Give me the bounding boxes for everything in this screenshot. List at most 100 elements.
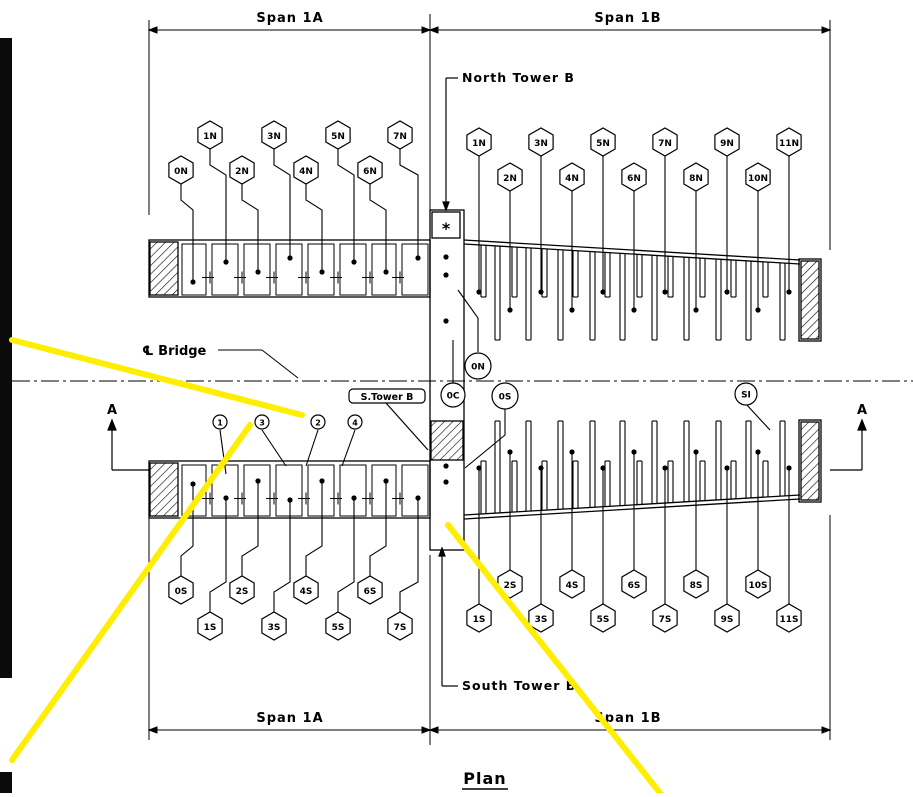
leader-line	[337, 498, 355, 612]
hex-tag-south-1a-1S-label: 1S	[204, 623, 217, 633]
hex-tag-north-1b-6N: 6N	[621, 162, 647, 192]
hex-tag-north-1a-5N-label: 5N	[331, 132, 345, 142]
hex-tag-north-1a-6N: 6N	[357, 155, 383, 185]
girder-cell	[371, 464, 397, 517]
hex-tag-north-1a-2N: 2N	[229, 155, 255, 185]
span-1b-bottom-label: Span 1B	[594, 711, 661, 726]
hex-tag-south-1b-11S-label: 11S	[779, 615, 798, 625]
si-tag: SI	[734, 382, 758, 406]
center-tag-0n-label: 0N	[471, 363, 485, 373]
hex-tag-south-1a-2S-label: 2S	[236, 587, 249, 597]
hex-tag-north-1a-0N-label: 0N	[174, 167, 188, 177]
hex-tag-north-1b-1N: 1N	[466, 127, 492, 157]
leader-line	[241, 481, 259, 576]
center-tag-0n: 0N	[464, 352, 492, 380]
hex-tag-north-1a-0N: 0N	[168, 155, 194, 185]
hex-tag-south-1b-8S: 8S	[683, 569, 709, 599]
hex-tag-south-1a-4S: 4S	[293, 575, 319, 605]
hex-tag-north-1b-6N-label: 6N	[627, 174, 641, 184]
center-tag-0s: 0S	[491, 382, 519, 410]
south-tower-label: South Tower B	[462, 678, 576, 693]
leader-line	[369, 481, 387, 576]
hex-tag-south-1a-0S-label: 0S	[175, 587, 188, 597]
leader-line	[273, 500, 291, 612]
leader-line	[305, 184, 323, 272]
connection-dot	[443, 272, 449, 278]
tower-leaders	[438, 77, 458, 687]
side-panel	[0, 38, 12, 678]
hex-tag-south-1a-2S: 2S	[229, 575, 255, 605]
bridge-centerline-label: ℄ Bridge	[142, 344, 207, 359]
span-1b-top-label: Span 1B	[594, 11, 661, 26]
hex-tag-south-1b-9S: 9S	[714, 603, 740, 633]
hex-tag-south-1a-6S: 6S	[357, 575, 383, 605]
bottom-dimension	[147, 515, 832, 745]
hex-tag-south-1b-3S: 3S	[528, 603, 554, 633]
tower-column	[429, 209, 465, 551]
section-marker-left	[107, 418, 149, 471]
hex-tag-north-1a-1N-label: 1N	[203, 132, 217, 142]
hex-tag-south-1a-5S-label: 5S	[332, 623, 345, 633]
top-dimension	[147, 14, 832, 250]
section-marker-right-label: A	[857, 403, 867, 418]
hex-tag-south-1a-4S-label: 4S	[300, 587, 313, 597]
leader-line	[241, 184, 259, 272]
hex-tag-north-1b-3N: 3N	[528, 127, 554, 157]
hex-tag-south-1a-1S: 1S	[197, 611, 223, 641]
hex-tag-south-1b-4S-label: 4S	[566, 581, 579, 591]
girder-cell	[275, 464, 303, 517]
hex-tag-north-1b-2N-label: 2N	[503, 174, 517, 184]
s-tower-tag	[348, 388, 429, 451]
hex-tag-south-1a-0S: 0S	[168, 575, 194, 605]
hex-tag-south-1b-5S-label: 5S	[597, 615, 610, 625]
plan-title: Plan	[463, 769, 506, 788]
leader-line	[341, 429, 356, 467]
circle-marker-4-label: 4	[352, 419, 358, 428]
hex-tag-south-1a-5S: 5S	[325, 611, 351, 641]
girder-cell	[211, 243, 239, 296]
hex-tag-north-1b-9N-label: 9N	[720, 139, 734, 149]
south-girder-1a	[148, 460, 431, 519]
hex-tag-south-1b-8S-label: 8S	[690, 581, 703, 591]
hex-tag-north-1b-11N: 11N	[776, 127, 802, 157]
hex-tag-north-1b-5N-label: 5N	[596, 139, 610, 149]
connection-dot	[443, 463, 449, 469]
hex-tag-south-1a-3S: 3S	[261, 611, 287, 641]
leader-line	[261, 429, 287, 467]
leader-line	[273, 149, 291, 258]
hex-tag-north-1a-1N: 1N	[197, 120, 223, 150]
leader-line	[399, 149, 419, 258]
hex-tag-north-1b-7N: 7N	[652, 127, 678, 157]
leader-line	[369, 184, 387, 272]
circle-marker-3-label: 3	[259, 419, 265, 428]
hex-tag-south-1b-1S: 1S	[466, 603, 492, 633]
circle-marker-4: 4	[347, 414, 363, 430]
leader-line	[209, 149, 227, 262]
connection-dot	[443, 254, 449, 260]
leader-line	[219, 429, 227, 475]
circle-marker-2-label: 2	[315, 419, 321, 428]
hex-tag-north-1a-3N: 3N	[261, 120, 287, 150]
hex-tag-south-1b-4S: 4S	[559, 569, 585, 599]
hex-tag-north-1b-11N-label: 11N	[779, 139, 799, 149]
structure-details	[181, 243, 792, 517]
circle-marker-2: 2	[310, 414, 326, 430]
hex-tag-north-1a-7N-label: 7N	[393, 132, 407, 142]
callout-tags: 0N1N2N3N4N5N6N7N1N2N3N4N5N6N7N8N9N10N11N…	[168, 120, 802, 641]
hex-tag-north-1b-2N: 2N	[497, 162, 523, 192]
connection-dot	[443, 318, 449, 324]
hex-tag-north-1a-3N-label: 3N	[267, 132, 281, 142]
hex-tag-south-1b-7S-label: 7S	[659, 615, 672, 625]
girder-cell	[243, 243, 271, 296]
leader-line	[305, 481, 323, 576]
span-1b-deck	[463, 239, 822, 520]
hex-tag-south-1b-11S: 11S	[776, 603, 802, 633]
leader-line	[209, 498, 227, 612]
hex-tag-south-1b-1S-label: 1S	[473, 615, 486, 625]
si-tag-label: SI	[741, 391, 751, 401]
tower-box-symbol: *	[442, 219, 451, 238]
hex-tag-north-1a-6N-label: 6N	[363, 167, 377, 177]
hex-tag-north-1b-4N: 4N	[559, 162, 585, 192]
leader-line	[180, 484, 194, 576]
